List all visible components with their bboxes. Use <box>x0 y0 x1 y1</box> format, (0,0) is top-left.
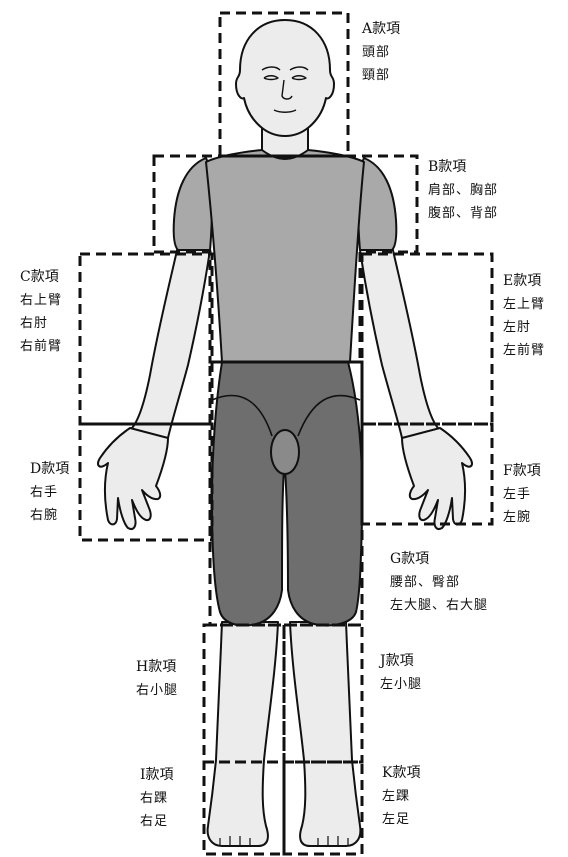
label-e: E款項 左上臂 左肘 左前臂 <box>503 270 545 362</box>
label-b: B款項 肩部、胸部 腹部、背部 <box>428 156 498 225</box>
label-h-code: H款項 <box>136 659 176 675</box>
label-g: G款項 腰部、臀部 左大腿、右大腿 <box>390 548 488 617</box>
label-k-code: K款項 <box>382 765 420 781</box>
head <box>236 20 334 136</box>
label-b-part: 腹部、背部 <box>428 202 498 225</box>
label-d-code: D款項 <box>30 461 69 477</box>
label-i-part: 右踝 <box>140 787 174 810</box>
label-c-code: C款項 <box>20 269 59 285</box>
label-f-code: F款項 <box>503 463 541 479</box>
label-a-code: A款項 <box>362 21 400 37</box>
shorts <box>212 362 362 626</box>
label-j: J款項 左小腿 <box>380 650 422 696</box>
label-b-code: B款項 <box>428 159 466 175</box>
label-i-part: 右足 <box>140 810 174 833</box>
label-c-part: 右上臂 <box>20 289 62 312</box>
label-e-part: 左肘 <box>503 316 545 339</box>
label-h: H款項 右小腿 <box>136 656 178 702</box>
label-g-part: 左大腿、右大腿 <box>390 594 488 617</box>
right-arm <box>130 246 210 438</box>
left-leg <box>290 622 360 846</box>
label-e-part: 左上臂 <box>503 293 545 316</box>
label-h-part: 右小腿 <box>136 679 178 702</box>
label-c-part: 右肘 <box>20 312 62 335</box>
label-f-part: 左手 <box>503 483 541 506</box>
label-e-code: E款項 <box>503 273 541 289</box>
label-g-part: 腰部、臀部 <box>390 571 488 594</box>
label-j-part: 左小腿 <box>380 673 422 696</box>
right-leg <box>208 622 278 846</box>
label-c-part: 右前臂 <box>20 335 62 358</box>
label-k-part: 左足 <box>382 808 420 831</box>
label-c: C款項 右上臂 右肘 右前臂 <box>20 266 62 358</box>
right-hand <box>98 428 168 529</box>
label-k-part: 左踝 <box>382 785 420 808</box>
label-e-part: 左前臂 <box>503 339 545 362</box>
label-b-part: 肩部、胸部 <box>428 179 498 202</box>
label-a-part: 頸部 <box>362 64 400 87</box>
label-d-part: 右腕 <box>30 504 69 527</box>
label-k: K款項 左踝 左足 <box>382 762 420 831</box>
label-f: F款項 左手 左腕 <box>503 460 541 529</box>
label-d-part: 右手 <box>30 481 69 504</box>
label-j-code: J款項 <box>380 653 414 669</box>
left-arm <box>360 246 440 438</box>
label-f-part: 左腕 <box>503 506 541 529</box>
label-d: D款項 右手 右腕 <box>30 458 69 527</box>
label-a: A款項 頭部 頸部 <box>362 18 400 87</box>
label-g-code: G款項 <box>390 551 429 567</box>
shirt <box>206 150 364 362</box>
label-i-code: I款項 <box>140 767 174 783</box>
groin-bulge <box>271 430 299 474</box>
label-i: I款項 右踝 右足 <box>140 764 174 833</box>
left-hand <box>402 428 472 529</box>
label-a-part: 頭部 <box>362 41 400 64</box>
